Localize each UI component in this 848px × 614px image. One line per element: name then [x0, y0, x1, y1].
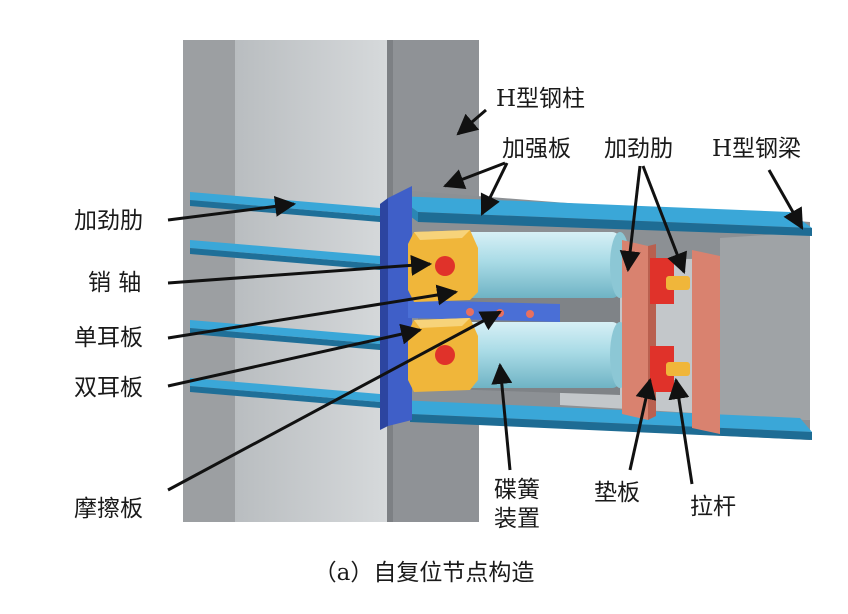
label-stiffener-left: 加劲肋	[74, 208, 143, 234]
end-plate	[380, 186, 412, 430]
label-disc-spring-1: 碟簧	[494, 477, 540, 503]
ear-plates	[408, 230, 478, 392]
label-disc-spring-2: 装置	[494, 506, 540, 532]
friction-plate	[408, 300, 560, 322]
label-beam: H型钢梁	[712, 136, 801, 162]
label-stiffener-top: 加劲肋	[604, 136, 673, 162]
label-pin: 销 轴	[88, 270, 141, 296]
leader-arrows	[167, 108, 804, 492]
tie-rod-upper	[666, 276, 690, 290]
pin-lower	[435, 345, 455, 365]
label-column: H型钢柱	[496, 86, 585, 112]
label-friction-plate: 摩擦板	[74, 496, 143, 522]
label-double-ear-plate: 双耳板	[74, 375, 143, 401]
tie-rod-lower	[666, 362, 690, 376]
label-shim-plate: 垫板	[594, 480, 640, 506]
pin-upper	[435, 256, 455, 276]
labels: H型钢柱 加强板 加劲肋 H型钢梁 加劲肋 销 轴 单耳板 双耳板 摩擦板 碟簧…	[74, 86, 801, 586]
beam-stiffener-ribs	[622, 240, 720, 434]
label-strengthening-plate: 加强板	[502, 136, 571, 162]
figure-caption: （a）自复位节点构造	[314, 560, 535, 586]
label-single-ear-plate: 单耳板	[74, 325, 143, 351]
label-tie-rod: 拉杆	[690, 494, 736, 520]
